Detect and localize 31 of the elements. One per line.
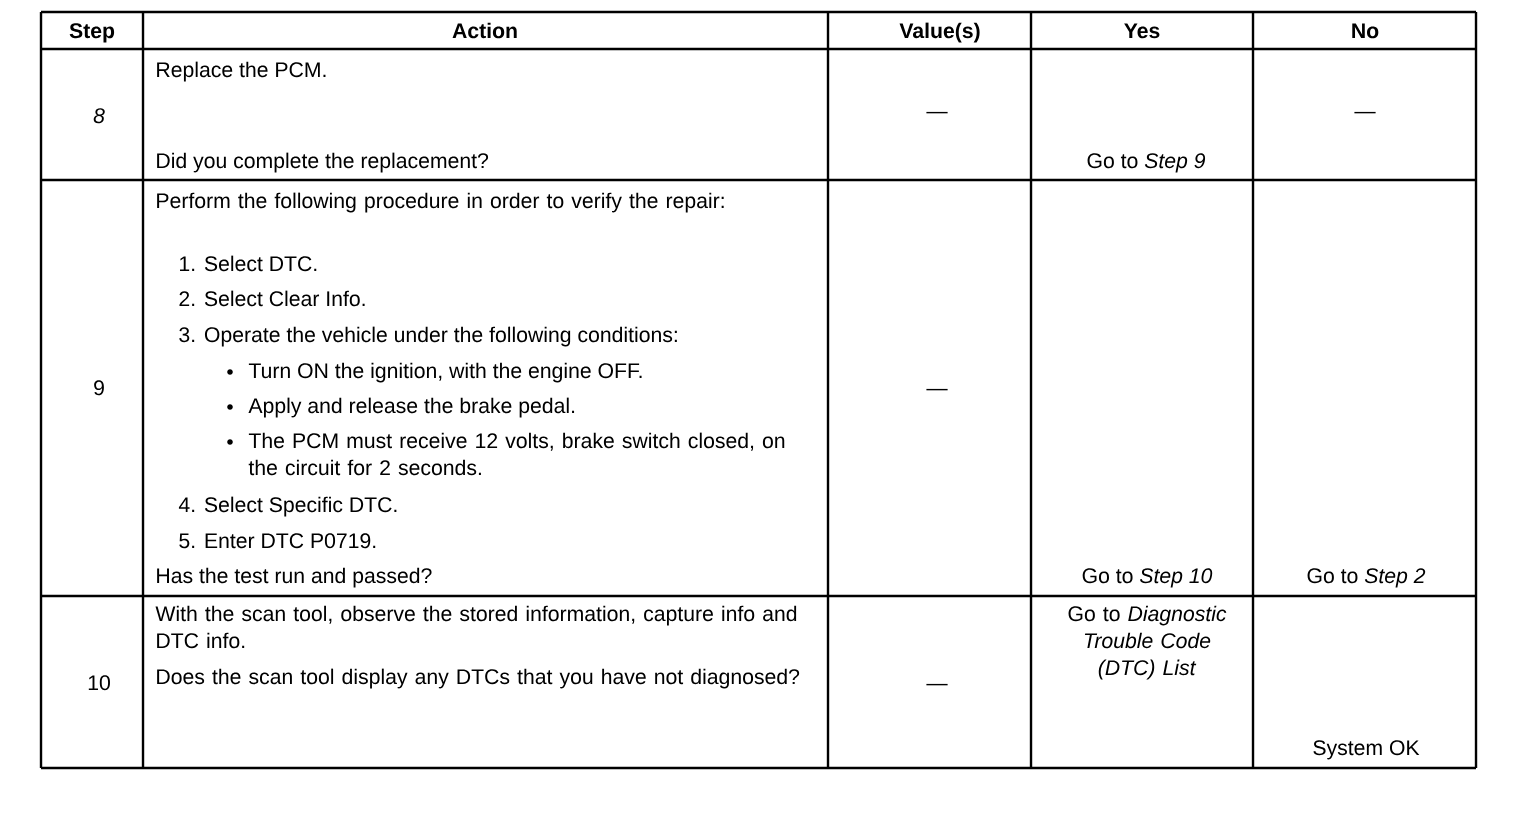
list-item: 5. Enter DTC P0719. <box>179 533 376 549</box>
column-header: Step <box>69 23 115 43</box>
dash-mark: — <box>926 683 948 686</box>
question-text: Did you complete the replacement? <box>157 152 489 173</box>
result-text: Go to Step 10 <box>1082 568 1213 588</box>
column-header: Action <box>452 22 517 39</box>
dash-mark: — <box>926 388 948 391</box>
column-header: No <box>1352 23 1379 39</box>
column-header: Value(s) <box>899 22 980 43</box>
instruction-text: Perform the following procedure in order to verify the repair: <box>157 192 724 213</box>
list-item: 2. Select Clear Info. <box>179 290 365 307</box>
column-header: Yes <box>1124 23 1160 39</box>
instruction-text: With the scan tool, observe the stored information, capture info and DTC info. <box>155 605 797 649</box>
step-number: 10 <box>88 675 110 691</box>
result-text: Go to Step 2 <box>1307 568 1426 588</box>
question-text: Has the test run and passed? <box>157 567 432 588</box>
list-item: 3. Operate the vehicle under the following conditions: <box>179 326 677 347</box>
result-text: Go to Step 9 <box>1087 153 1206 173</box>
step-number: 8 <box>93 108 105 124</box>
list-item: 1. Select DTC. <box>180 255 317 272</box>
list-item: 4. Select Specific DTC. <box>178 496 397 517</box>
result-text: System OK <box>1313 740 1420 760</box>
result-text: Go to Diagnostic Trouble Code (DTC) List <box>1068 605 1227 680</box>
step-number: 9 <box>94 380 104 396</box>
list-item: Turn ON the ignition, with the engine OFF. <box>248 362 642 383</box>
dash-mark: — <box>926 111 948 114</box>
question-text: Does the scan tool display any DTCs that you have not diagnosed? <box>157 668 800 689</box>
list-item: The PCM must receive 12 volts, brake switch closed, on the circuit for 2 seconds. <box>248 432 785 476</box>
instruction-text: Replace the PCM. <box>157 61 326 82</box>
dash-mark: — <box>1354 111 1376 114</box>
list-item: Apply and release the brake pedal. <box>248 397 575 418</box>
